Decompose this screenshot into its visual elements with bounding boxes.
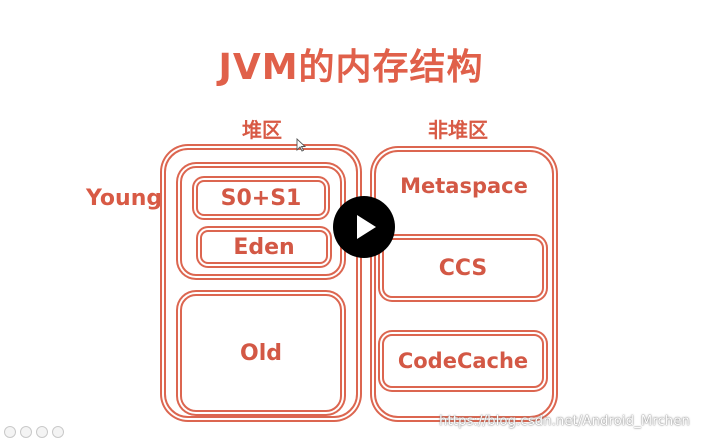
ccs-label: CCS <box>438 255 488 281</box>
pen-icon[interactable] <box>20 426 32 438</box>
codecache-box: CodeCache <box>382 334 544 388</box>
survivor-box: S0+S1 <box>196 180 326 216</box>
play-button[interactable] <box>333 196 395 258</box>
more-icon[interactable] <box>52 426 64 438</box>
mouse-cursor-icon <box>296 138 306 152</box>
eden-box: Eden <box>200 230 328 264</box>
zoom-icon[interactable] <box>36 426 48 438</box>
player-toolbar <box>4 426 64 440</box>
old-label: Old <box>240 340 282 366</box>
codecache-label: CodeCache <box>397 349 529 373</box>
nonheap-heading: 非堆区 <box>428 118 488 142</box>
metaspace-label: Metaspace <box>400 174 528 198</box>
watermark-text: https://blog.csdn.net/Android_Mrchen <box>439 414 690 429</box>
play-icon <box>357 215 376 239</box>
ccs-box: CCS <box>382 238 544 298</box>
survivor-label: S0+S1 <box>220 185 302 211</box>
old-generation-box: Old <box>180 294 342 412</box>
young-label: Young <box>86 186 163 211</box>
prev-icon[interactable] <box>4 426 16 438</box>
eden-label: Eden <box>233 234 295 260</box>
heap-heading: 堆区 <box>242 118 282 142</box>
slide-title: JVM的内存结构 <box>218 47 484 88</box>
